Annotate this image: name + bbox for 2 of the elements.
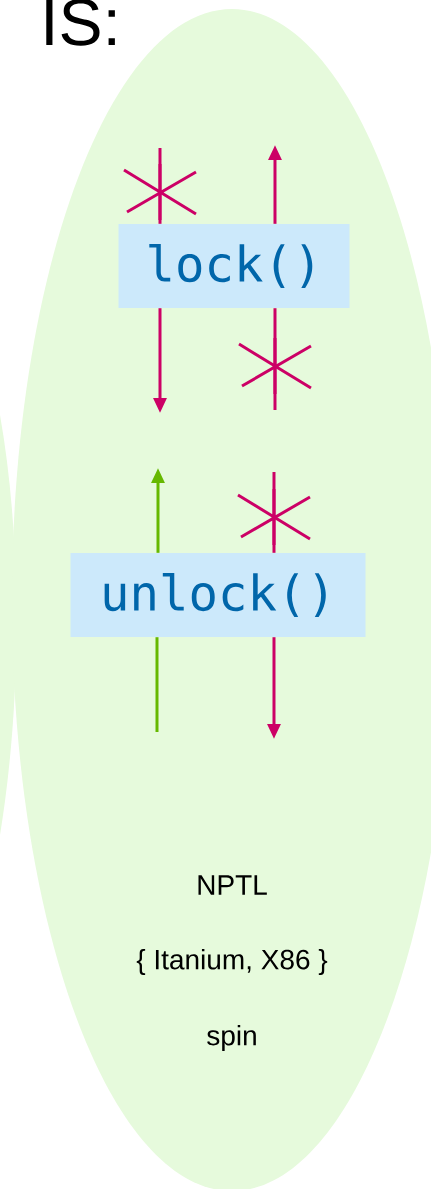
- function-box: lock(): [118, 224, 350, 308]
- function-box: unlock(): [70, 553, 366, 637]
